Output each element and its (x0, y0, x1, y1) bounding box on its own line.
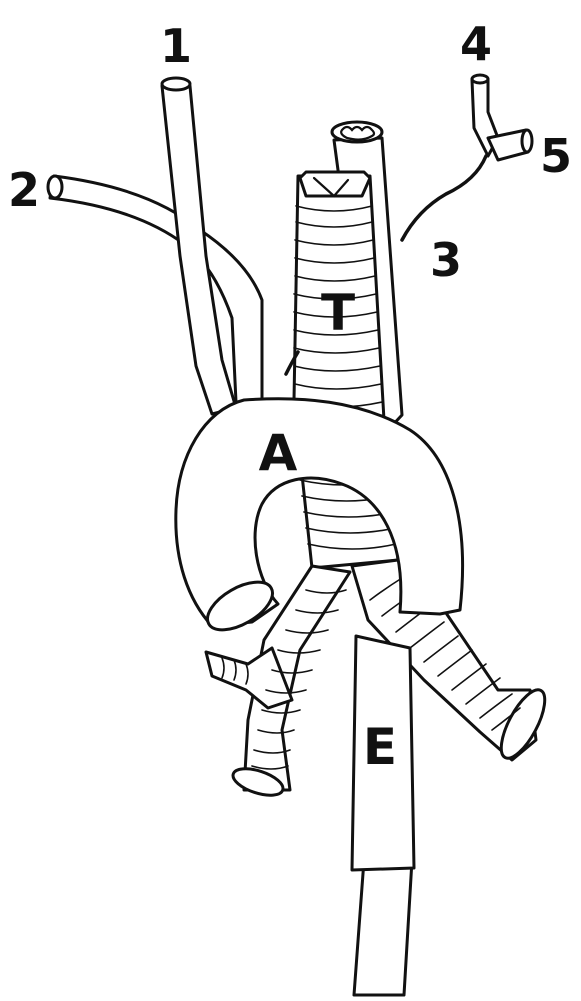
label-T: T (321, 284, 355, 342)
label-A: A (259, 424, 298, 482)
label-3: 3 (430, 233, 462, 287)
label-4: 4 (460, 17, 492, 71)
esophagus-lower (354, 860, 412, 995)
label-5: 5 (540, 129, 572, 183)
label-1: 1 (160, 19, 192, 73)
vessel-1 (162, 78, 236, 414)
label-2: 2 (8, 163, 40, 217)
label-E: E (363, 718, 397, 776)
vessel-2 (48, 176, 262, 402)
